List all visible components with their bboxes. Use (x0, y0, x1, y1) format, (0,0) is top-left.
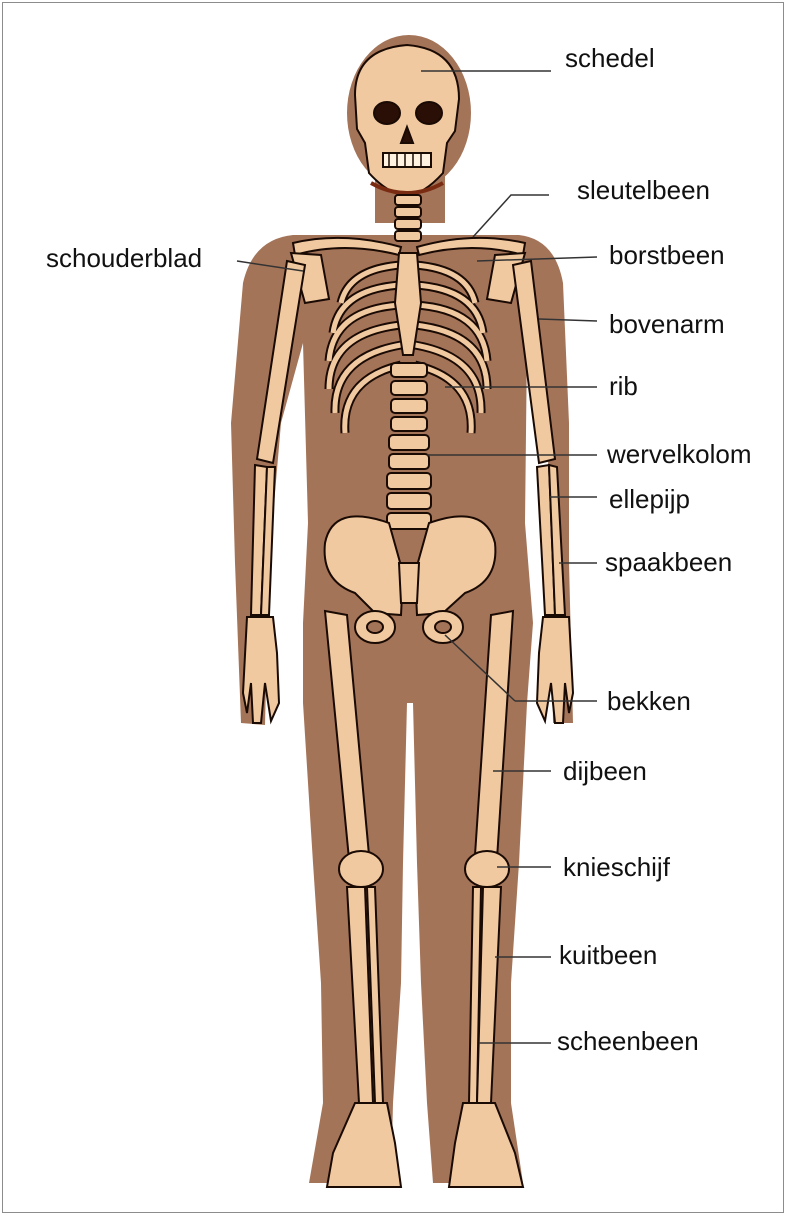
label-spaakbeen: spaakbeen (605, 547, 732, 577)
label-scheenbeen: scheenbeen (557, 1026, 699, 1056)
neck-vertebrae (395, 195, 421, 241)
label-schouderblad: schouderblad (46, 243, 202, 273)
skull (355, 45, 459, 195)
spine (387, 363, 431, 529)
label-dijbeen: dijbeen (563, 756, 647, 786)
feet (327, 1103, 523, 1187)
label-kuitbeen: kuitbeen (559, 940, 657, 970)
label-wervelkolom: wervelkolom (607, 439, 752, 469)
label-ellepijp: ellepijp (609, 484, 690, 514)
label-bovenarm: bovenarm (609, 309, 725, 339)
label-borstbeen: borstbeen (609, 240, 725, 270)
label-bekken: bekken (607, 686, 691, 716)
label-sleutelbeen: sleutelbeen (577, 175, 710, 205)
label-schedel: schedel (565, 43, 655, 73)
label-rib: rib (609, 371, 638, 401)
label-knieschijf: knieschijf (563, 852, 670, 882)
